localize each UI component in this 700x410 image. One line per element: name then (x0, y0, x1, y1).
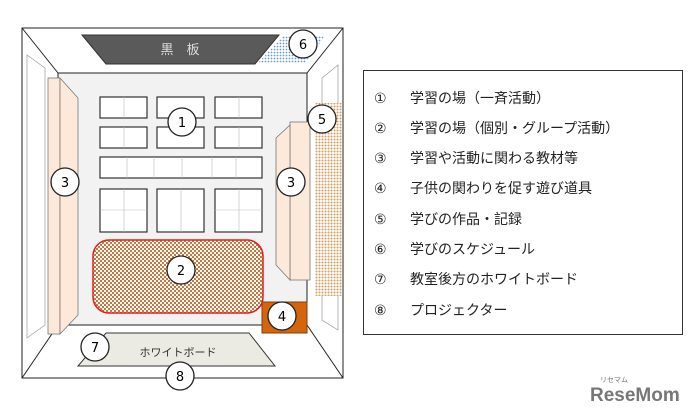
legend-item: ⑧ プロジェクター (374, 300, 507, 320)
legend-item: ⑥ 学びのスケジュール (374, 239, 535, 259)
legend-num: ⑧ (374, 303, 387, 319)
marker-circle-3 (50, 167, 80, 197)
whiteboard-label: ホワイトボード (140, 346, 217, 359)
marker-label-7: 7 (91, 341, 99, 356)
legend-num: ⑥ (374, 242, 387, 258)
legend-text: 学習の場（個別・グループ活動） (410, 121, 620, 137)
legend-text: 学びの作品・記録 (410, 212, 522, 228)
marker-label-2: 2 (177, 264, 185, 279)
legend: ① 学習の場（一斉活動） ② 学習の場（個別・グループ活動） ③ 学習や活動に関わる教… (363, 70, 683, 335)
legend-item: ④ 子供の関わりを促す遊び道具 (374, 178, 592, 198)
legend-item: ⑦ 教室後方のホワイトボード (374, 269, 578, 289)
legend-item: ② 学習の場（個別・グループ活動） (374, 118, 619, 138)
marker-label-6: 6 (299, 38, 307, 53)
legend-num: ⑦ (374, 272, 387, 288)
marker-circle-7 (80, 332, 110, 362)
legend-item: ③ 学習や活動に関わる教材等 (374, 148, 578, 168)
marker-circle-2 (166, 255, 196, 285)
marker-label-4: 4 (278, 310, 286, 325)
works-display (315, 103, 342, 296)
desks (99, 96, 263, 233)
marker-label-1: 1 (178, 116, 186, 131)
marker-label-3: 3 (61, 176, 69, 191)
marker-circle-1 (167, 107, 197, 137)
marker-circle-3 (276, 167, 306, 197)
left-window (26, 54, 46, 339)
legend-num: ④ (374, 181, 387, 197)
legend-item: ① 学習の場（一斉活動） (374, 88, 550, 108)
legend-num: ② (374, 121, 387, 137)
legend-num: ① (374, 91, 387, 107)
legend-num: ③ (374, 151, 387, 167)
marker-circle-8 (165, 361, 195, 391)
right-shelf (275, 121, 311, 282)
legend-text: 学習の場（一斉活動） (410, 91, 550, 107)
marker-circle-6 (288, 29, 318, 59)
legend-item: ⑤ 学びの作品・記録 (374, 209, 522, 229)
legend-text: 子供の関わりを促す遊び道具 (410, 181, 592, 197)
marker-label-5: 5 (318, 113, 326, 128)
legend-text: 学習や活動に関わる教材等 (410, 151, 578, 167)
legend-text: 学びのスケジュール (410, 242, 536, 258)
blackboard-label: 黒 板 (160, 43, 199, 58)
marker-circle-4 (267, 301, 297, 331)
desk-dividers (100, 97, 262, 232)
resemom-logo: ReseMom (590, 386, 680, 406)
left-shelf (47, 76, 79, 336)
marker-circle-5 (307, 104, 337, 134)
marker-label-3: 3 (287, 176, 295, 191)
logo-text: ReseMom (590, 385, 680, 406)
legend-text: 教室後方のホワイトボード (410, 272, 578, 288)
logo-ruby: リセマム (600, 376, 628, 384)
legend-num: ⑤ (374, 212, 387, 228)
marker-label-8: 8 (176, 370, 184, 385)
legend-text: プロジェクター (410, 303, 508, 319)
blackboard (80, 34, 281, 65)
